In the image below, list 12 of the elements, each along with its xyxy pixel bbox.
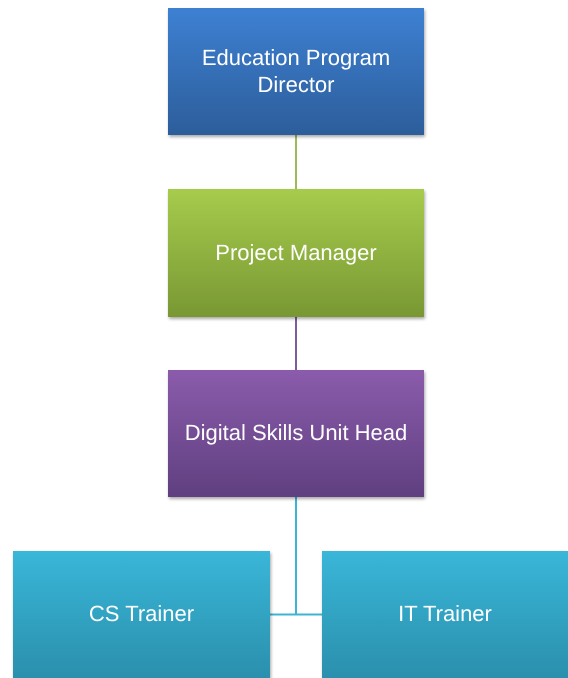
org-box: [168, 8, 424, 135]
org-box: [168, 370, 424, 497]
org-box: [13, 551, 270, 678]
connector-line: [295, 135, 297, 189]
role-title: IT Trainer: [398, 601, 492, 628]
org-box: [322, 551, 568, 678]
role-title: CS Trainer: [88, 601, 194, 628]
org-box: [168, 189, 424, 317]
role-title: Project Manager: [215, 240, 377, 266]
role-title: Education Program Director: [200, 45, 392, 98]
connector-line: [295, 317, 297, 370]
role-title: Digital Skills Unit Head: [184, 420, 408, 447]
